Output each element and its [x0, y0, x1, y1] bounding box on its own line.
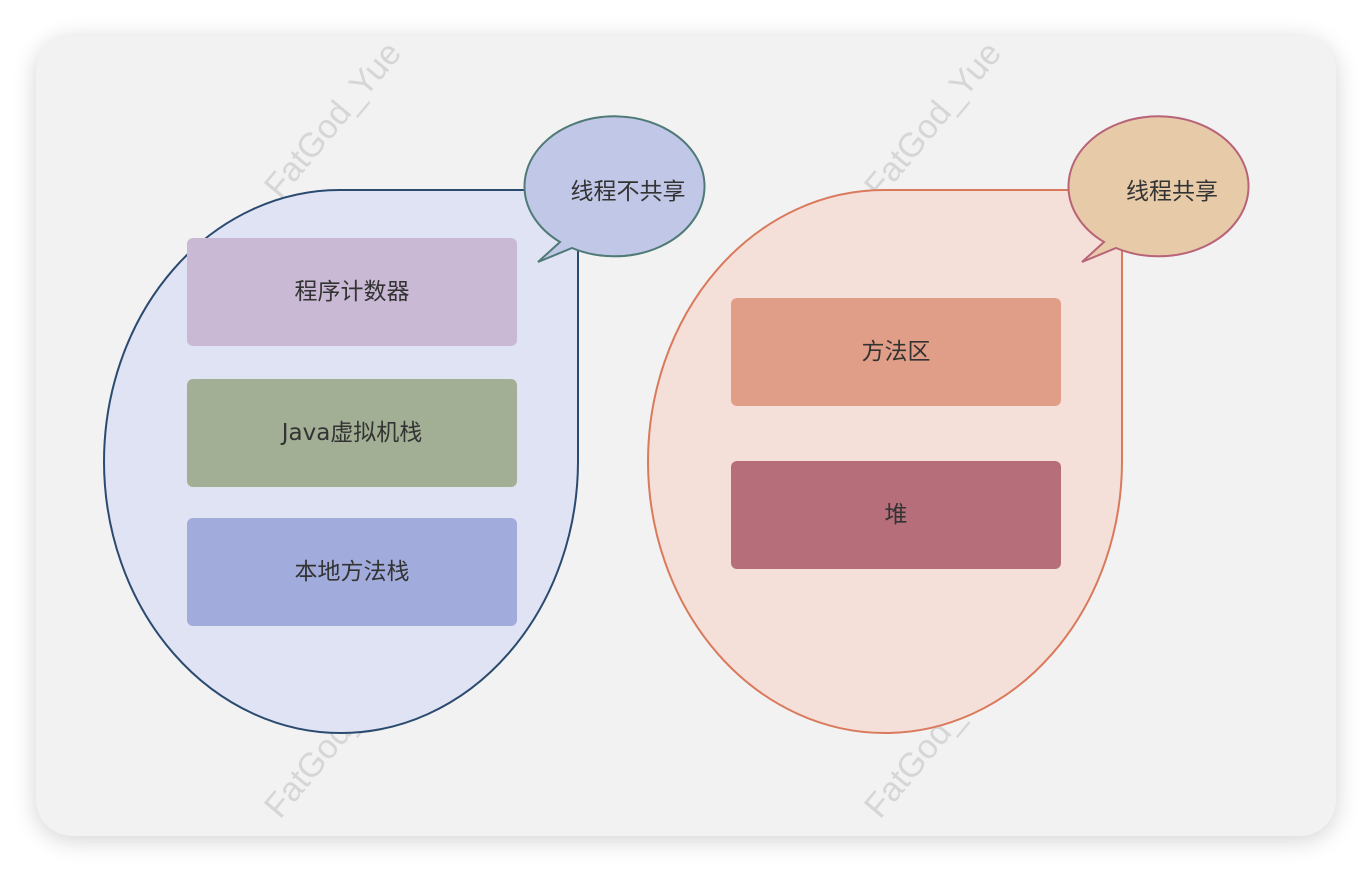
speech-bubble: [1067, 115, 1250, 263]
native-method-stack-box[interactable]: [187, 518, 517, 626]
watermark: FatGod_Yue: [857, 34, 1009, 205]
program-counter-box[interactable]: [187, 238, 517, 346]
method-area-label: 方法区: [862, 339, 931, 365]
thread-shared-group: 方法区 堆 线程共享: [646, 115, 1250, 735]
jvm-stack-box[interactable]: [187, 379, 517, 487]
native-method-stack-label: 本地方法栈: [295, 559, 410, 585]
watermark: FatGod_Yue: [257, 34, 409, 205]
thread-private-label: 线程不共享: [571, 179, 686, 205]
method-area-box[interactable]: [731, 298, 1061, 406]
thread-private-group: 程序计数器 Java虚拟机栈 本地方法栈 线程不共享: [102, 115, 706, 735]
program-counter-label: 程序计数器: [295, 279, 410, 305]
heap-label: 堆: [885, 502, 908, 528]
heap-box[interactable]: [731, 461, 1061, 569]
speech-bubble: [523, 115, 706, 263]
thread-shared-label: 线程共享: [1126, 179, 1218, 205]
jvm-stack-label: Java虚拟机栈: [280, 420, 423, 446]
